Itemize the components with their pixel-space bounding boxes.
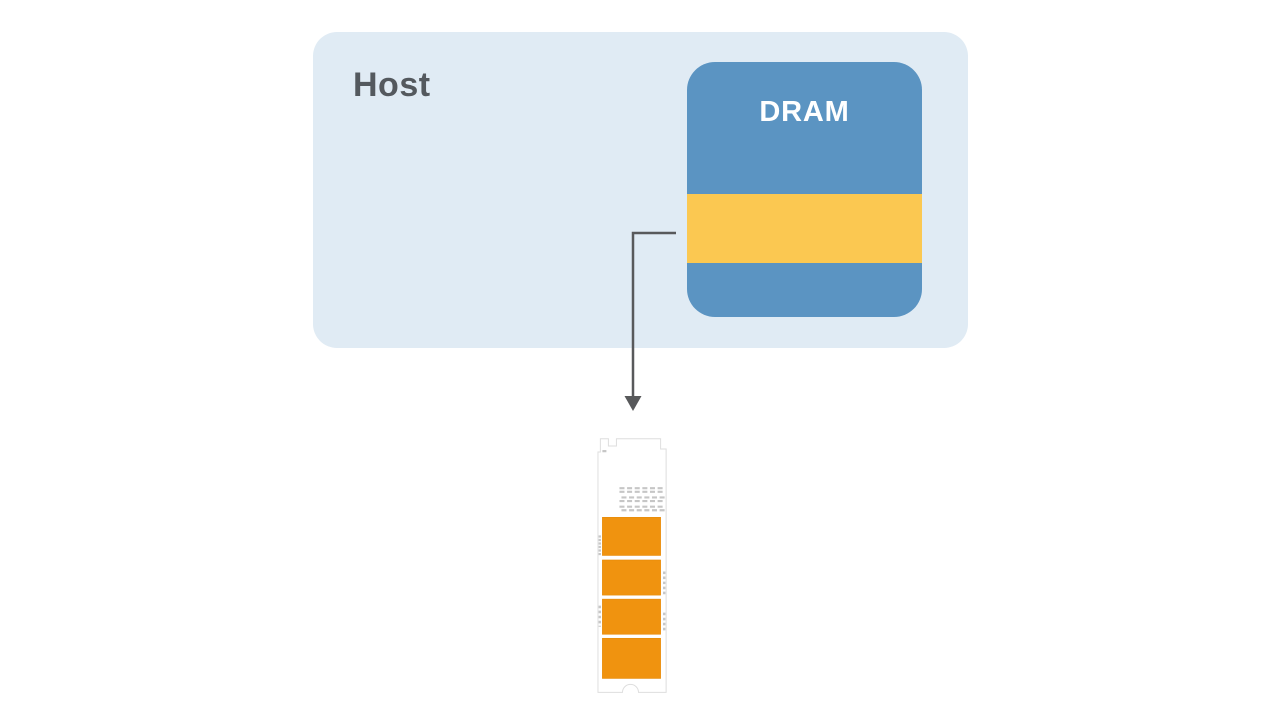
- host-box: Host DRAM: [313, 32, 968, 348]
- ssd-fiducial-dot: [602, 450, 607, 453]
- nand-chip: [602, 598, 661, 635]
- nand-chip: [602, 559, 661, 596]
- nand-chip: [602, 517, 661, 556]
- host-label: Host: [353, 66, 431, 104]
- nand-chip: [602, 637, 661, 679]
- m2-ssd-icon: [597, 438, 667, 693]
- dram-highlight-band: [687, 194, 922, 263]
- nand-chips: [602, 517, 661, 679]
- dram-label: DRAM: [759, 96, 850, 128]
- arrow-head: [624, 396, 642, 411]
- dram-box: DRAM: [687, 62, 922, 317]
